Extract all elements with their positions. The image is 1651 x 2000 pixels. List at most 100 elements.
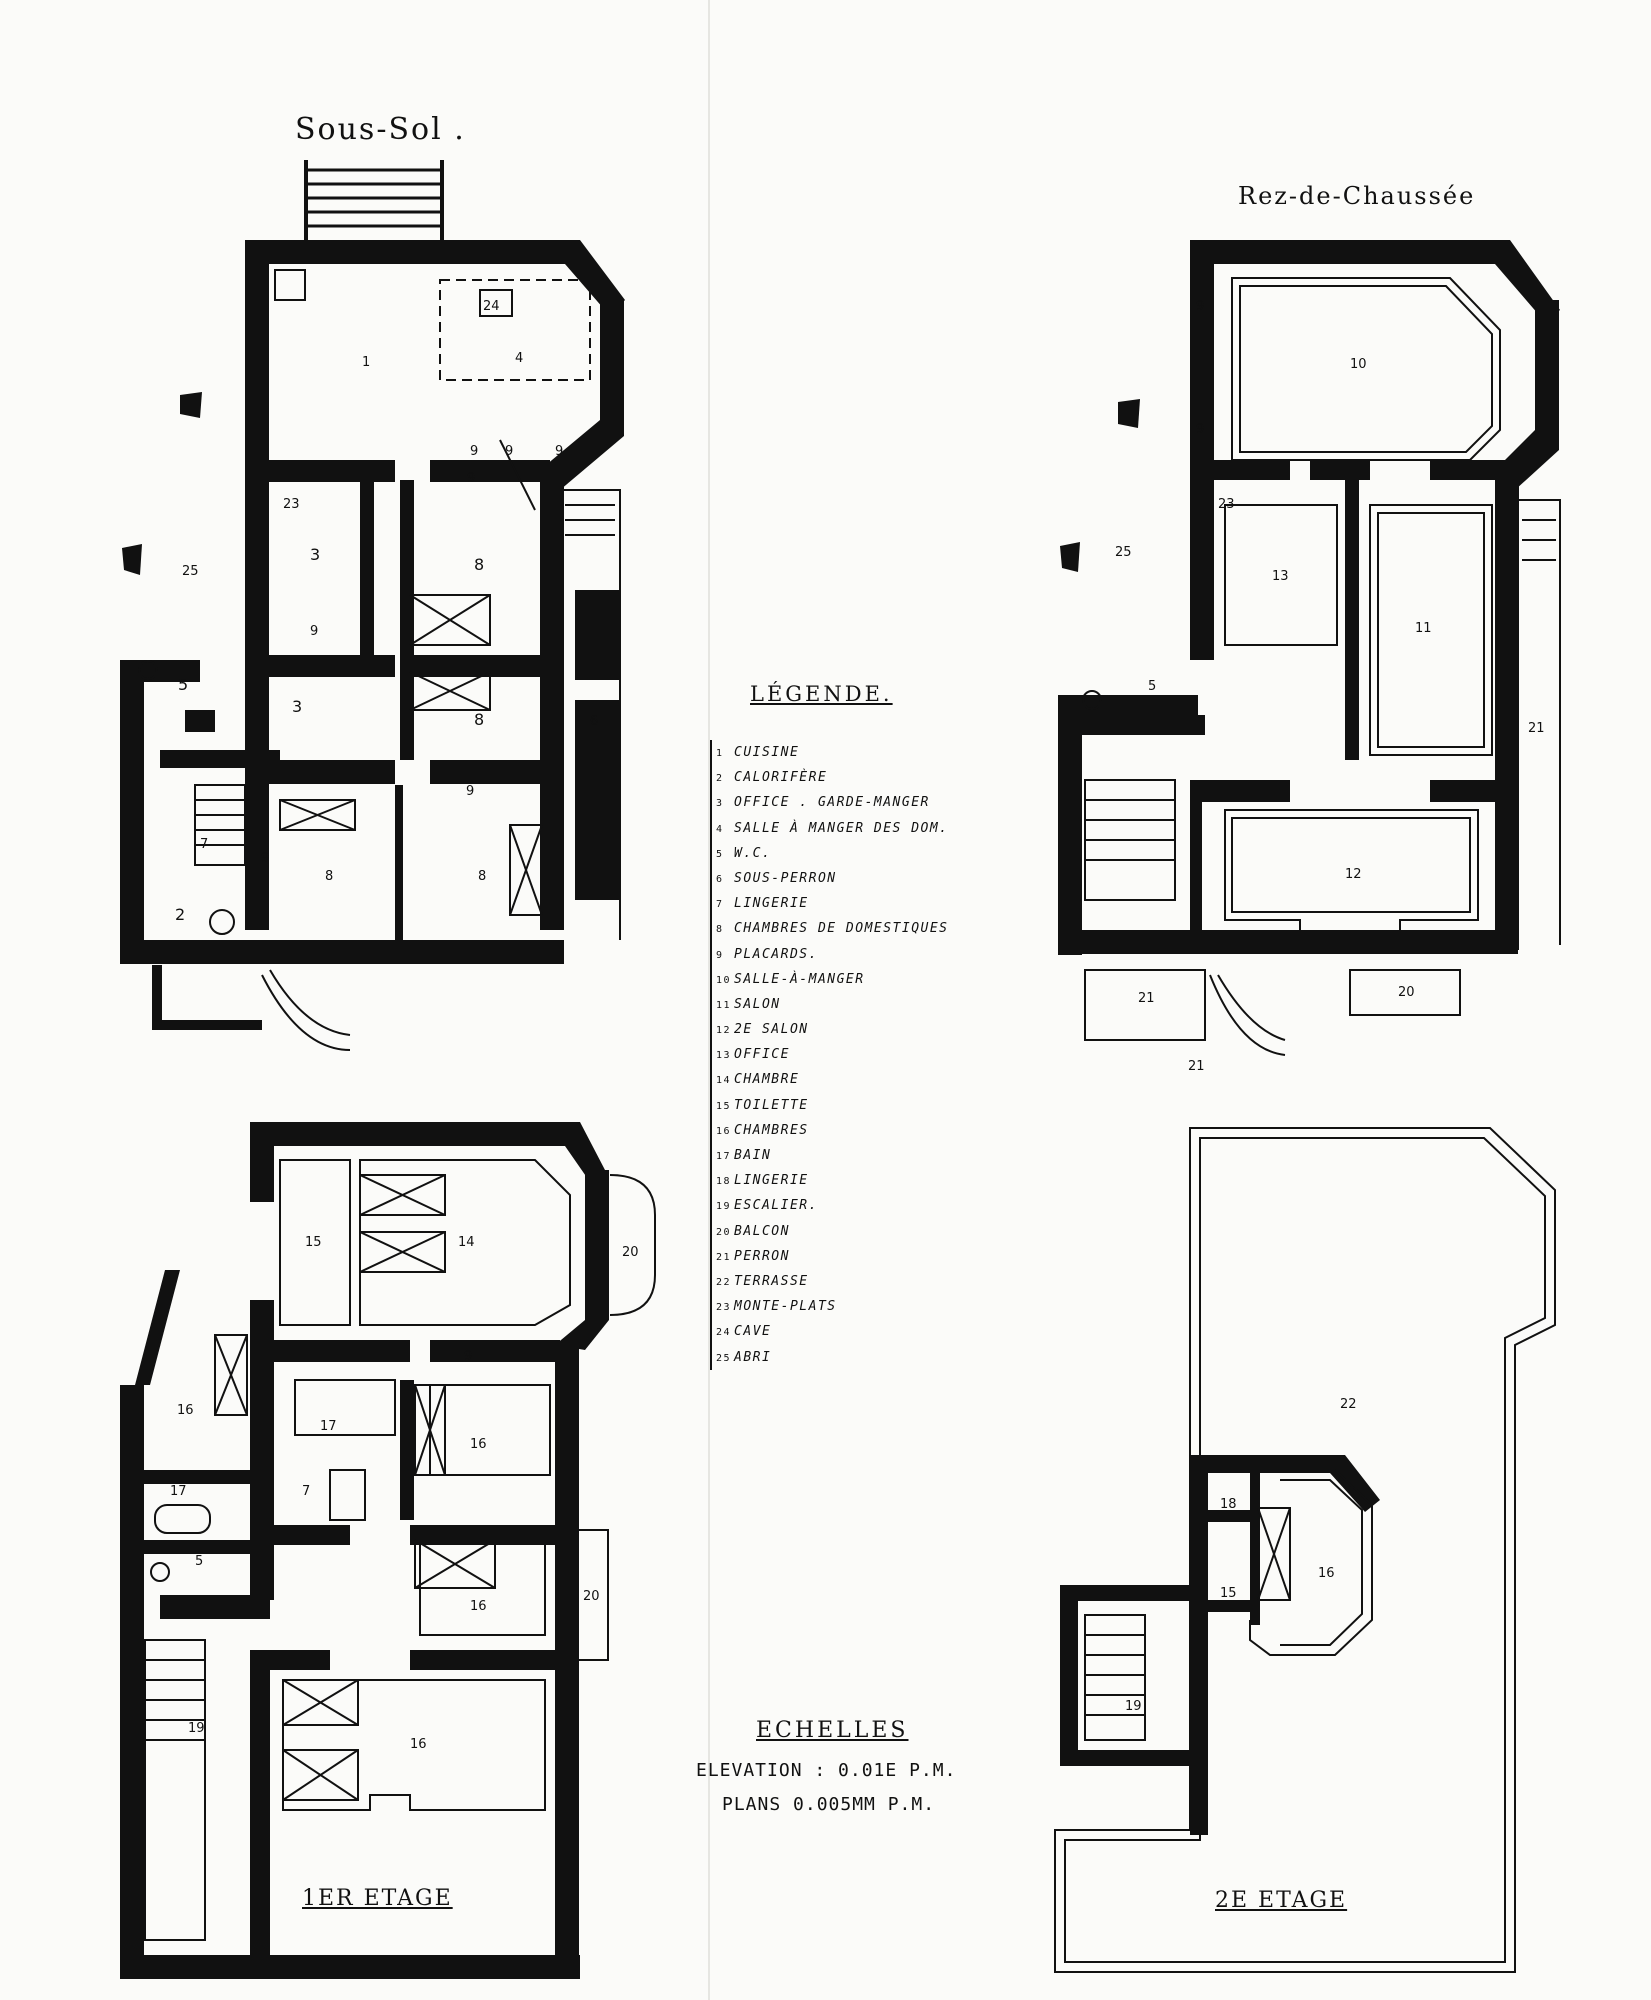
legend-item-label: CAVE	[734, 1324, 772, 1340]
room-15: 15	[305, 1235, 322, 1250]
legend-item-number: 22	[716, 1276, 732, 1288]
legend-item-label: CHAMBRE	[734, 1072, 800, 1088]
first-floor-plan-title: 1ER ETAGE	[302, 1886, 453, 1911]
room-12: 12	[1345, 867, 1362, 882]
legend-item-number: 6	[716, 873, 724, 885]
legend-item-number: 24	[716, 1327, 732, 1339]
room-3: 3	[292, 697, 302, 716]
room-17: 17	[320, 1419, 337, 1434]
room-13: 13	[1272, 569, 1289, 584]
room-8: 8	[478, 869, 486, 884]
room-5: 5	[178, 675, 188, 694]
room-8: 8	[474, 710, 484, 729]
room-20: 20	[1398, 985, 1415, 1000]
room-21: 21	[1188, 1059, 1205, 1074]
room-9: 9	[555, 444, 563, 459]
legend-item-number: 2	[716, 773, 724, 785]
legend-item-label: MONTE-PLATS	[734, 1299, 837, 1315]
legend-item-number: 7	[716, 899, 724, 911]
room-9: 9	[464, 1349, 472, 1364]
room-20: 20	[622, 1245, 639, 1260]
ground-walls	[1058, 240, 1560, 955]
room-9: 9	[1196, 299, 1204, 314]
legend-item: 7 LINGERIE	[712, 891, 949, 916]
ground-room-labels: 9 9 10 23 13 11 25 5 21 12 21 20 21	[1115, 299, 1545, 1074]
room-8: 8	[474, 555, 484, 574]
room-9: 9	[1196, 422, 1204, 437]
legend-item-number: 21	[716, 1251, 732, 1263]
room-16: 16	[410, 1737, 427, 1752]
first-floor-room-labels: 15 14 20 16 9 17 16 17 7 5 16 20 19 16	[170, 1235, 639, 1752]
room-24: 24	[483, 299, 500, 314]
legend-item-label: 2E SALON	[734, 1022, 809, 1038]
legend-item-label: LINGERIE	[734, 1173, 809, 1189]
legend-item-number: 3	[716, 798, 724, 810]
legend-item-label: W.C.	[734, 845, 772, 861]
scales-title: ECHELLES	[756, 1718, 909, 1743]
legend-item: 6 SOUS-PERRON	[712, 866, 949, 891]
legend-item-number: 16	[716, 1125, 732, 1137]
room-19: 19	[1125, 1699, 1142, 1714]
legend-item-number: 4	[716, 823, 724, 835]
scale-elevation: ELEVATION : 0.01E P.M.	[696, 1760, 957, 1781]
room-9: 9	[466, 784, 474, 799]
room-15: 15	[1220, 1586, 1237, 1601]
terrace-outline	[1054, 1127, 1556, 1973]
legend-item-number: 5	[716, 848, 724, 860]
legend-item-number: 9	[716, 949, 724, 961]
scale-plans: PLANS 0.005MM P.M.	[722, 1794, 936, 1815]
ground-floor-plan-title: Rez-de-Chaussée	[1238, 182, 1476, 210]
second-floor-walls	[1060, 1455, 1380, 1835]
shelter-mark	[1060, 542, 1080, 572]
legend-item-label: CUISINE	[734, 745, 800, 760]
legend-item-number: 15	[716, 1100, 732, 1112]
room-21: 21	[1528, 721, 1545, 736]
page-fold-line	[708, 0, 710, 2000]
room-6: 6	[590, 714, 598, 729]
legend-item-number: 10	[716, 974, 732, 986]
legend-item-label: OFFICE	[734, 1047, 790, 1063]
legend-item-number: 14	[716, 1075, 732, 1087]
legend-item-label: BALCON	[734, 1223, 790, 1239]
room-16: 16	[177, 1403, 194, 1418]
shelter-mark	[180, 392, 202, 418]
legend-item: 5 W.C.	[712, 841, 949, 866]
legend-item-number: 8	[716, 924, 724, 936]
legend-item-label: CHAMBRES	[734, 1122, 809, 1138]
legend-item: 4 SALLE À MANGER DES DOM.	[712, 816, 949, 841]
legend-item-label: SALLE-À-MANGER	[734, 971, 865, 987]
room-9: 9	[505, 444, 513, 459]
legend-item-label: CHAMBRES DE DOMESTIQUES	[734, 921, 949, 937]
second-floor-fixtures	[1084, 1469, 1373, 1741]
legend-item-label: SOUS-PERRON	[734, 870, 837, 886]
legend-item-number: 25	[716, 1352, 732, 1364]
legend-item-label: LINGERIE	[734, 896, 809, 912]
room-5: 5	[1148, 679, 1156, 694]
shelter-mark	[122, 544, 142, 575]
room-16: 16	[470, 1599, 487, 1614]
second-floor-room-labels: 22 18 16 15 19	[1125, 1397, 1357, 1714]
legend-item-label: ESCALIER.	[734, 1198, 818, 1214]
legend-item-label: BAIN	[734, 1148, 772, 1163]
room-10: 10	[1350, 357, 1367, 372]
ground-fixtures	[1082, 277, 1561, 1056]
room-8: 8	[325, 869, 333, 884]
basement-room-labels: 1 4 24 9 9 9 9 23 3 9 8 5 3 8 6 9 9 2 7 …	[175, 299, 598, 924]
second-floor-plan-title: 2E ETAGE	[1215, 1888, 1348, 1913]
legend-item-label: SALLE À MANGER DES DOM.	[734, 820, 949, 836]
basement-fixtures	[138, 269, 621, 1051]
legend-item-number: 20	[716, 1226, 732, 1238]
room-16: 16	[470, 1437, 487, 1452]
legend-item-number: 13	[716, 1050, 732, 1062]
